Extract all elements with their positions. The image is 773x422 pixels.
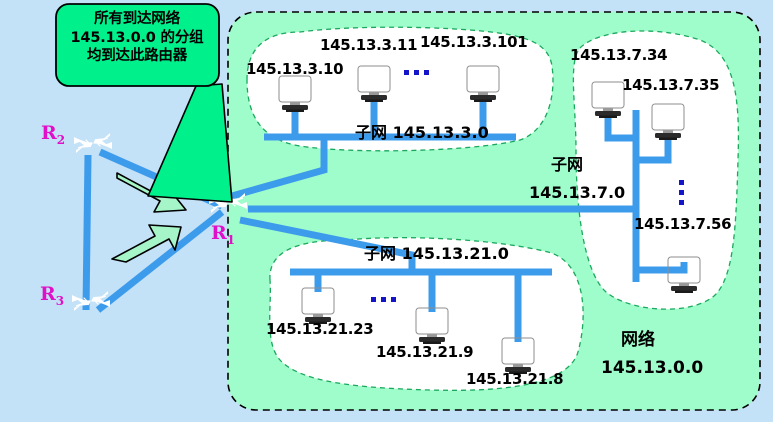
callout-line-3: 均到达此路由器 [86,48,188,65]
subnet-blob-3-0 [246,26,554,152]
host-145-13-21-23 [301,287,335,325]
callout-line-1: 所有到达网络 [94,11,180,27]
subnet-label-145-13-3-0: 子网 145.13.3.0 [355,123,489,142]
ellipsis-subnet-7-0 [679,180,684,205]
link-r2-r3 [82,154,92,311]
callout-text: 所有到达网络 145.13.0.0 的分组 均到达此路由器 [60,10,214,66]
router-R2 [62,131,124,166]
host-label-145-13-21-23: 145.13.21.23 [266,320,374,338]
host-label-145-13-21-9: 145.13.21.9 [376,343,474,361]
callout-bubble [55,3,233,203]
router-label-R2: R2 [41,122,66,147]
network-address: 145.13.0.0 [601,358,704,378]
link-r3-r1 [95,209,225,313]
host-label-145-13-7-34: 145.13.7.34 [570,46,668,64]
host-145-13-7-34 [591,81,625,119]
router-label-R1: R1 [211,222,236,247]
traffic-arrow-lower [111,224,182,263]
host-label-145-13-7-56: 145.13.7.56 [634,215,732,233]
ellipsis-subnet-3-0 [404,70,429,75]
host-label-145-13-21-8: 145.13.21.8 [466,370,564,388]
host-label-145-13-3-10: 145.13.3.10 [246,60,344,78]
drop-7-34 [604,118,636,142]
host-label-145-13-7-35: 145.13.7.35 [622,76,720,94]
link-r1-subnet21 [239,216,416,272]
host-145-13-7-35 [651,103,685,141]
subnet-label-145-13-21-0: 子网 145.13.21.0 [364,244,509,263]
subnet-label-145-13-7-0-line1: 子网 [551,155,584,174]
host-145-13-7-56 [667,256,701,294]
drop-7-35 [636,140,672,164]
host-label-145-13-3-101: 145.13.3.101 [420,33,528,51]
ellipsis-subnet-21-0 [371,297,396,302]
host-145-13-3-11 [357,65,391,103]
router-R3 [60,289,122,324]
host-145-13-3-10 [278,75,312,113]
subnet-label-145-13-7-0-line2: 145.13.7.0 [529,183,626,202]
router-label-R3: R3 [40,283,65,308]
network-label: 网络 [621,330,655,350]
host-145-13-21-8 [501,337,535,375]
host-145-13-21-9 [415,307,449,345]
link-r1-subnet3 [231,137,328,200]
host-label-145-13-3-11: 145.13.3.11 [320,36,418,54]
host-145-13-3-101 [466,65,500,103]
callout-line-2: 145.13.0.0 的分组 [70,29,204,46]
